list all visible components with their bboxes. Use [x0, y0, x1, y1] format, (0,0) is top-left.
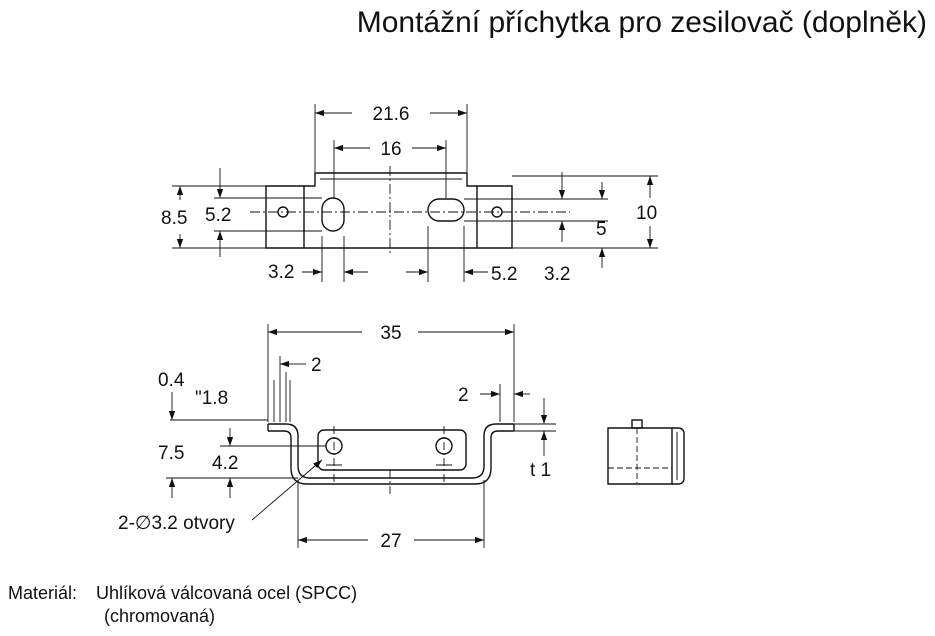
dim-7-5: 7.5 — [158, 443, 184, 464]
top-view — [172, 104, 658, 282]
bracket-plate — [317, 429, 467, 471]
dim-5-2-bottom: 5.2 — [491, 264, 517, 285]
holes-label: 2-∅3.2 otvory — [118, 513, 235, 534]
dim-16: 16 — [380, 139, 401, 160]
dim-2-right: 2 — [458, 385, 469, 406]
side-view — [607, 419, 685, 485]
dim-t1: t 1 — [530, 460, 551, 481]
bracket-profile — [268, 423, 514, 479]
material-note: Materiál:Uhlíková válcovaná ocel (SPCC) … — [8, 582, 357, 628]
material-line1: Uhlíková válcovaná ocel (SPCC) — [96, 583, 358, 603]
top-view-labels: 21.6 16 8.5 5.2 10 5 3.2 5.2 3.2 — [161, 104, 657, 285]
dim-5-2-left: 5.2 — [205, 205, 231, 226]
material-label: Materiál: — [8, 583, 78, 603]
dim-21-6: 21.6 — [373, 104, 410, 125]
front-view-labels: 35 2 0.4 "1.8 2 7.5 4.2 t 1 2-∅3.2 otvor… — [118, 323, 551, 552]
dim-1-8: "1.8 — [195, 388, 228, 409]
front-view — [166, 324, 556, 548]
dim-3-2-right: 3.2 — [544, 264, 570, 285]
page-title: Montážní příchytka pro zesilovač (doplně… — [356, 6, 927, 39]
dim-5: 5 — [596, 219, 607, 240]
slot-vertical — [321, 197, 345, 232]
bracket-side-outline — [607, 427, 673, 485]
dim-3-2-left: 3.2 — [268, 262, 294, 283]
dim-8-5: 8.5 — [161, 208, 187, 229]
dim-27: 27 — [380, 531, 401, 552]
dim-35: 35 — [380, 323, 401, 344]
dim-4-2: 4.2 — [212, 453, 238, 474]
material-line2: (chromovaná) — [104, 606, 216, 626]
dim-2-top: 2 — [311, 355, 322, 376]
bracket-top-outline — [265, 172, 513, 249]
slot-horizontal — [427, 198, 465, 222]
dim-0-4: 0.4 — [158, 370, 185, 391]
dim-10: 10 — [636, 203, 657, 224]
